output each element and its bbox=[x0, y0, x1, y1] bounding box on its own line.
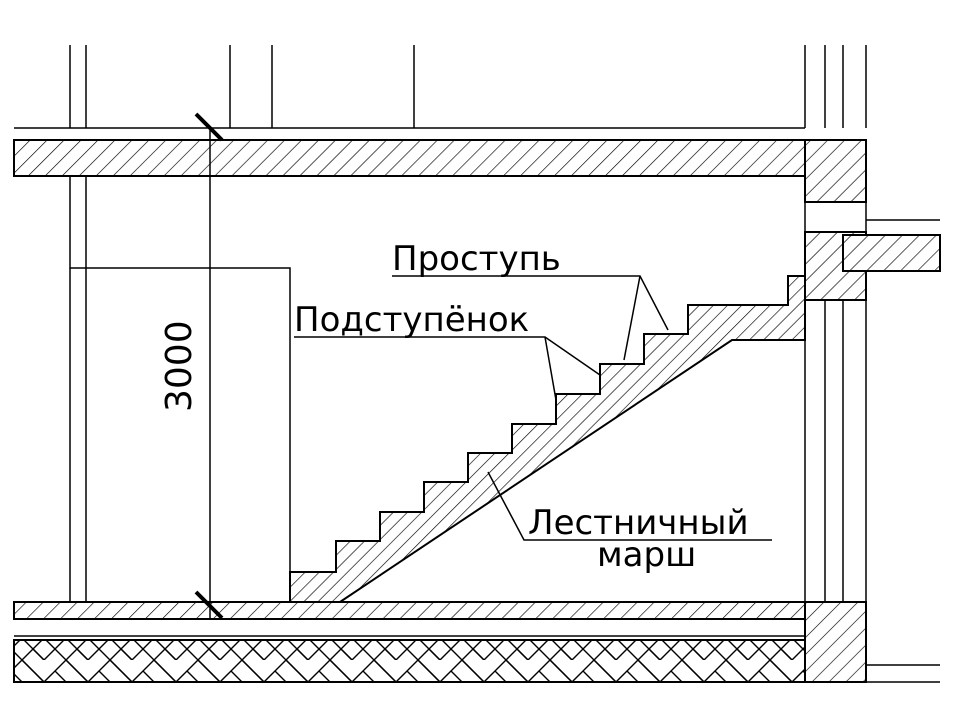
landing-slab bbox=[842, 219, 941, 683]
ground-fill bbox=[13, 639, 806, 683]
dimension-value: 3000 bbox=[159, 320, 200, 412]
label-riser: Подступёнок bbox=[294, 300, 529, 340]
leader-lines bbox=[294, 275, 772, 541]
stair-flight bbox=[289, 275, 806, 603]
right-wall-column bbox=[804, 139, 867, 683]
dimension-line bbox=[194, 112, 224, 620]
top-floor-slab bbox=[13, 139, 806, 177]
label-flight-line2: марш bbox=[597, 535, 696, 575]
upper-wall-lines bbox=[14, 45, 867, 129]
label-tread: Проступь bbox=[392, 239, 561, 279]
left-wall bbox=[69, 175, 291, 602]
label-flight-line1: Лестничный bbox=[528, 503, 749, 543]
bottom-floor-slab bbox=[13, 601, 806, 620]
